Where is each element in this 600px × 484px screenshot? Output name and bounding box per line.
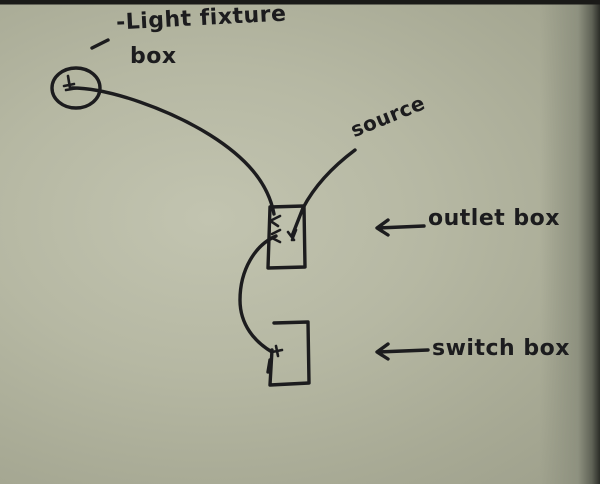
outlet-arrow-head <box>375 218 390 237</box>
cable-end-mark-outlet-1 <box>270 214 282 228</box>
outlet-box-label: outlet box <box>428 206 560 231</box>
cable-light-to-outlet <box>70 86 276 216</box>
cable-end-mark-outlet-2 <box>270 228 282 244</box>
switch-box-label: switch box <box>432 336 570 361</box>
outlet-arrow <box>375 218 426 237</box>
outlet-arrow-shaft <box>376 224 426 230</box>
outlet-box-rect <box>266 204 307 270</box>
cable-outlet-to-switch <box>238 234 278 354</box>
switch-box-stroke <box>266 358 272 374</box>
switch-box-rect <box>268 320 311 387</box>
cable-end-mark-switch <box>270 344 284 358</box>
switch-arrow <box>375 342 430 361</box>
switch-arrow-head <box>375 342 390 361</box>
light-fixture-label-line2: box <box>130 44 177 69</box>
light-fixture-leader <box>90 38 110 50</box>
cable-source-to-outlet <box>290 148 357 238</box>
switch-arrow-shaft <box>376 348 430 354</box>
light-fixture-circle <box>50 66 102 110</box>
cable-end-mark-source <box>286 228 298 242</box>
